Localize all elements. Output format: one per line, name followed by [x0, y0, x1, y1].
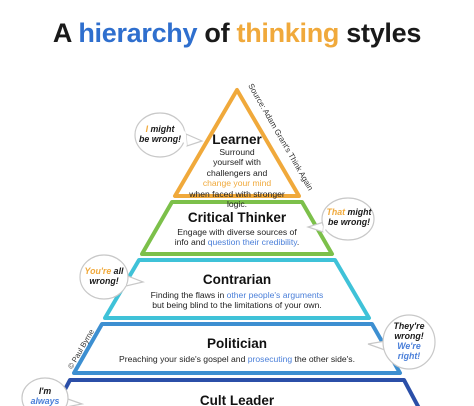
desc-line: yourself with: [213, 157, 261, 168]
desc-highlight: question their credibility: [207, 237, 297, 248]
level-learner: Learner Surround yourself with challenge…: [183, 132, 291, 210]
desc-highlight: prosecuting: [247, 354, 293, 364]
bubble-highlight: right!: [397, 350, 421, 361]
desc-line: Surround: [219, 147, 255, 157]
bubble-critical-thinker-text: That might be wrong!: [323, 207, 375, 228]
title-part: of: [197, 18, 237, 48]
bubble-line: wrong!: [394, 330, 424, 341]
bubble-highlight: always: [30, 395, 60, 406]
desc-line: when faced with stronger: [189, 188, 285, 199]
bubble-line: be wrong!: [327, 216, 371, 227]
level-title: Cult Leader: [199, 393, 275, 406]
bubble-politician: [367, 314, 436, 370]
bubble-text-part: might: [148, 124, 175, 134]
bubble-line: You're all: [81, 266, 127, 277]
desc-highlight: other people's arguments: [226, 290, 324, 300]
desc-text: Preaching your side's gospel and: [119, 354, 248, 364]
bubble-line: be wrong!: [138, 133, 182, 144]
desc-text: the other side's.: [292, 354, 355, 364]
level-title: Learner: [212, 132, 262, 147]
bubble-cult-leader-text: I'm always: [23, 386, 67, 406]
level-title: Contrarian: [202, 272, 272, 287]
bubble-politician-text: They're wrong! We're right!: [385, 321, 433, 361]
title-part: styles: [339, 18, 422, 48]
bubble-line: I might: [136, 124, 184, 135]
level-contrarian-shape: [103, 258, 371, 320]
level-learner-shape: [173, 88, 301, 198]
title-hierarchy: hierarchy: [78, 18, 198, 48]
bubble-critical-thinker: [306, 197, 375, 241]
bubble-line: wrong!: [89, 275, 119, 286]
level-contrarian: Contrarian Finding the flaws in other pe…: [110, 272, 364, 311]
level-description: Surround yourself with challengers and c…: [183, 147, 291, 210]
desc-line: info and question their credibility.: [152, 237, 322, 247]
desc-highlight: change your mind: [202, 178, 272, 189]
level-title: Critical Thinker: [187, 210, 287, 225]
desc-text: info and: [174, 237, 208, 248]
bubble-highlight: You're: [84, 266, 112, 276]
level-description: Engage with diverse sources of info and …: [152, 227, 322, 248]
bubble-line: I'm: [38, 386, 52, 396]
bubble-text-part: might: [345, 207, 372, 217]
bubble-contrarian-text: You're all wrong!: [81, 266, 127, 287]
level-critical-thinker: Critical Thinker Engage with diverse sou…: [152, 210, 322, 248]
level-description: Preaching your side's gospel and prosecu…: [90, 354, 384, 364]
desc-line: Finding the flaws in other people's argu…: [110, 290, 364, 300]
bubble-line: They're: [393, 321, 425, 331]
bubble-learner-text: I might be wrong!: [136, 124, 184, 145]
bubble-highlight: I: [145, 124, 149, 134]
title-thinking: thinking: [236, 18, 340, 48]
bubble-text-part: all: [111, 266, 124, 276]
desc-text: Finding the flaws in: [150, 290, 227, 300]
page-title: A hierarchy of thinking styles: [0, 18, 474, 49]
level-critical-thinker-shape: [140, 200, 334, 256]
bubble-learner: [134, 112, 204, 158]
level-politician-shape: [72, 322, 402, 375]
desc-line: Engage with diverse sources of: [177, 227, 297, 237]
desc-line: logic.: [226, 199, 248, 210]
desc-text: .: [296, 237, 300, 248]
desc-line: challengers and: [206, 167, 268, 178]
bubble-contrarian: [79, 254, 146, 300]
level-title: Politician: [206, 336, 267, 351]
level-cult-leader: Cult Leader: [150, 393, 324, 406]
title-part: A: [52, 18, 79, 48]
desc-line: Preaching your side's gospel and prosecu…: [90, 354, 384, 364]
bubble-highlight: We're: [397, 340, 421, 351]
desc-line: but being blind to the limitations of yo…: [152, 300, 322, 311]
bubble-line: That might: [323, 207, 375, 218]
level-description: Finding the flaws in other people's argu…: [110, 290, 364, 311]
level-politician: Politician Preaching your side's gospel …: [90, 336, 384, 364]
bubble-cult-leader: [21, 377, 85, 406]
bubble-highlight: That: [326, 207, 346, 217]
